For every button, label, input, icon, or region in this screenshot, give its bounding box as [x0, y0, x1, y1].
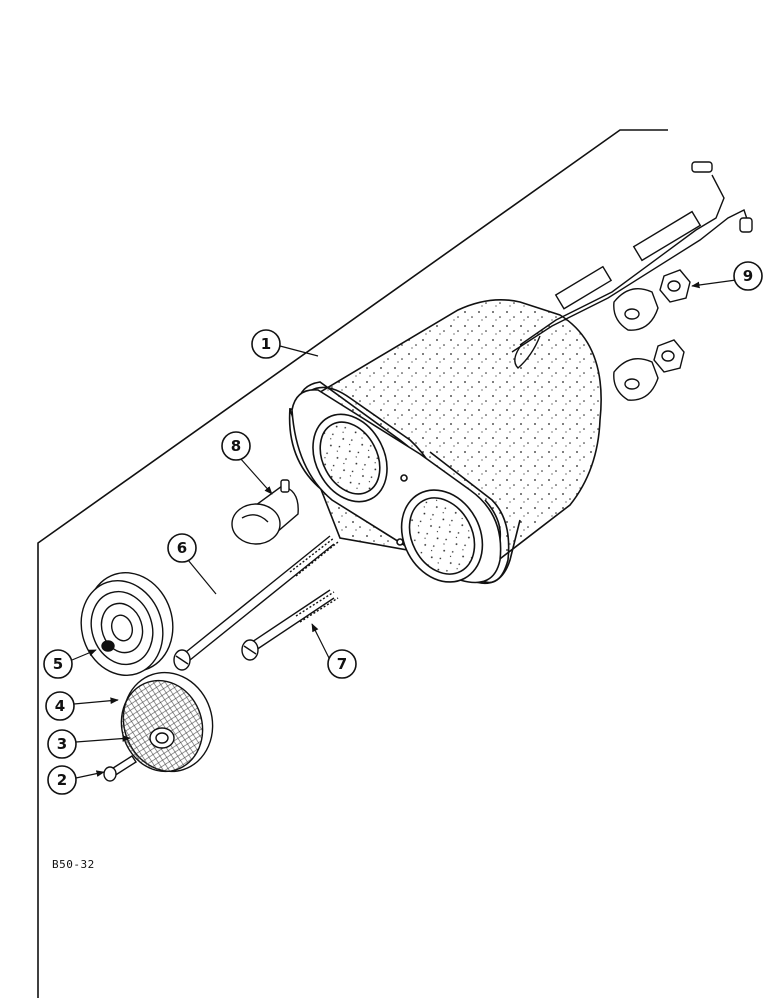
callout-3: 3 — [47, 729, 77, 759]
lamp-lens — [120, 671, 214, 773]
mounting-hardware — [613, 269, 691, 401]
callout-9: 9 — [733, 261, 763, 291]
callout-4: 4 — [45, 691, 75, 721]
callout-1-label: 1 — [261, 335, 271, 353]
callout-1: 1 — [251, 329, 281, 359]
callout-6: 6 — [167, 533, 197, 563]
callout-2-label: 2 — [57, 771, 67, 789]
callout-7-label: 7 — [337, 655, 347, 673]
reflector-seal — [80, 572, 174, 676]
callout-9-label: 9 — [743, 267, 753, 285]
long-screw — [173, 535, 339, 671]
callout-2: 2 — [47, 765, 77, 795]
callout-4-label: 4 — [55, 697, 65, 715]
short-screw — [241, 589, 339, 661]
figure-code: B50-32 — [52, 858, 95, 871]
assembly-bracket-line — [37, 129, 668, 998]
lamp-housing — [288, 298, 602, 585]
leader-lines — [71, 279, 737, 779]
callout-3-label: 3 — [57, 735, 67, 753]
callout-5-label: 5 — [53, 655, 63, 673]
callout-5: 5 — [43, 649, 73, 679]
lamp-bulb — [231, 479, 299, 545]
callout-8-label: 8 — [231, 437, 241, 455]
callout-7: 7 — [327, 649, 357, 679]
callout-6-label: 6 — [177, 539, 187, 557]
lens-screw — [103, 755, 137, 782]
callout-8: 8 — [221, 431, 251, 461]
